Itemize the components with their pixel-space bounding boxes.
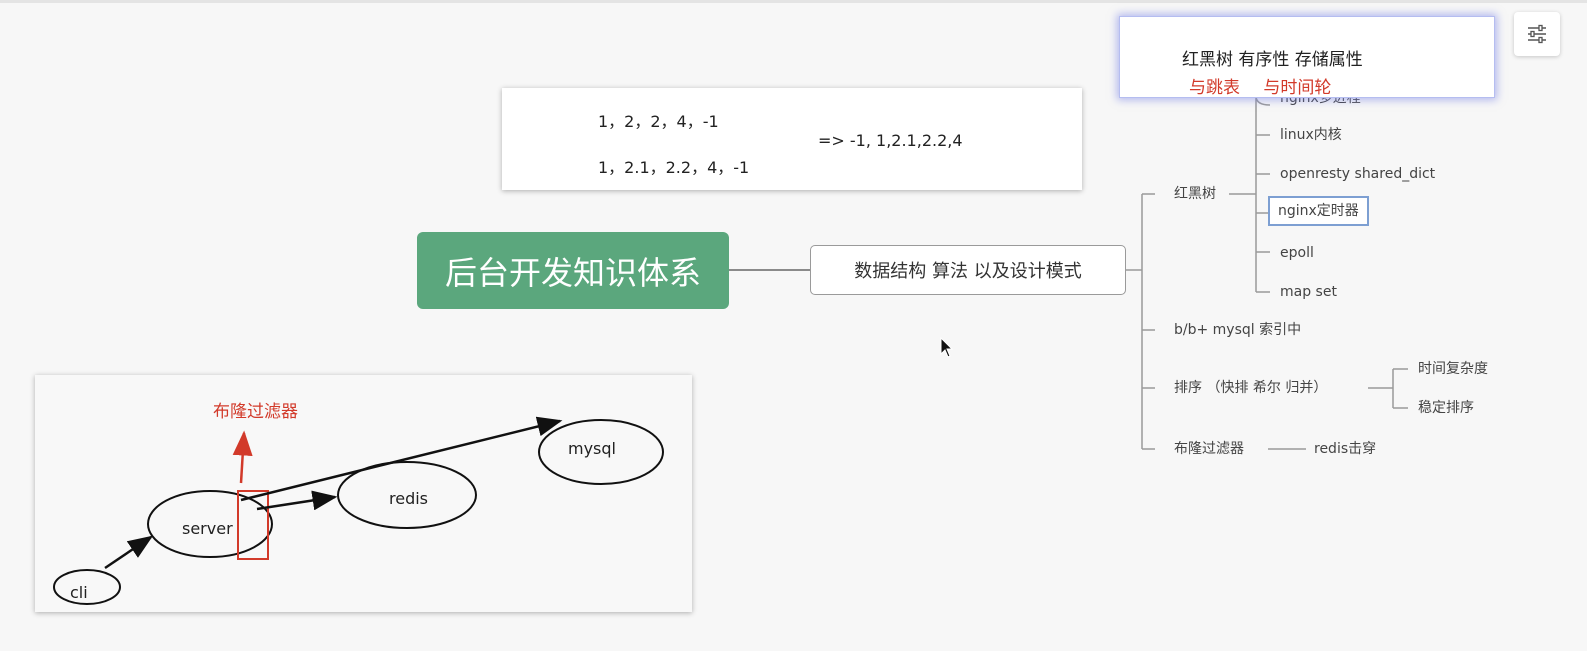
root-topic[interactable]: 后台开发知识体系: [417, 232, 729, 309]
sort-child-complexity[interactable]: 时间复杂度: [1418, 361, 1488, 377]
mysql-label: mysql: [568, 439, 616, 458]
arrow-server-redis: [256, 490, 338, 511]
cli-node: [53, 569, 121, 605]
rbtree-child-nginx-multiprocess[interactable]: nginx多进程: [1280, 90, 1361, 106]
arrow-filter-up: [232, 430, 253, 484]
rbtree-child-epoll[interactable]: epoll: [1280, 245, 1314, 261]
popup-line-1: 红黑树 有序性 存储属性: [1182, 50, 1363, 70]
redis-label: redis: [389, 489, 429, 508]
mouse-pointer-icon: [940, 337, 954, 358]
server-label: server: [182, 519, 233, 538]
note-popup: 红黑树 有序性 存储属性 与跳表 与时间轮: [1119, 16, 1495, 98]
branch-bloom-filter[interactable]: 布隆过滤器: [1174, 441, 1244, 457]
main-topic-label: 数据结构 算法 以及设计模式: [854, 261, 1082, 282]
bloom-child-redis[interactable]: redis击穿: [1314, 441, 1377, 457]
settings-button[interactable]: [1514, 12, 1560, 56]
arrow-cli-server: [104, 535, 154, 570]
popup-line-2: 与跳表 与时间轮: [1189, 78, 1332, 98]
diagram-title: 布隆过滤器: [213, 402, 298, 422]
redis-node: [337, 461, 477, 529]
mysql-node: [538, 419, 664, 485]
rbtree-child-openresty[interactable]: openresty shared_dict: [1280, 166, 1436, 182]
filter-box: [237, 490, 269, 560]
branch-rbtree[interactable]: 红黑树: [1174, 186, 1216, 202]
arrow-server-mysql: [240, 416, 563, 502]
sort-child-stable[interactable]: 稳定排序: [1418, 400, 1474, 416]
sliders-icon: [1528, 24, 1546, 44]
cli-label: cli: [70, 583, 88, 602]
diagram-drawing: [53, 416, 664, 605]
rbtree-child-map-set[interactable]: map set: [1280, 284, 1337, 300]
rbtree-child-linux-kernel[interactable]: linux内核: [1280, 127, 1342, 143]
note-result: => -1, 1,2.1,2.2,4: [818, 131, 963, 150]
root-topic-label: 后台开发知识体系: [444, 253, 701, 292]
main-topic[interactable]: 数据结构 算法 以及设计模式: [810, 245, 1126, 295]
server-node: [147, 490, 273, 558]
note-line-2: 1，2.1，2.2，4，-1: [598, 158, 750, 177]
rbtree-child-nginx-timer[interactable]: nginx定时器: [1268, 196, 1369, 226]
diagram-card: 布隆过滤器 cli server redis mysql: [35, 375, 692, 612]
note-card: 1，2，2，4，-1 1，2.1，2.2，4，-1 => -1, 1,2.1,2…: [502, 88, 1082, 190]
branch-sort[interactable]: 排序 （快排 希尔 归并）: [1174, 380, 1328, 396]
branch-btree[interactable]: b/b+ mysql 索引中: [1174, 322, 1302, 338]
top-divider: [0, 0, 1587, 3]
note-line-1: 1，2，2，4，-1: [598, 112, 719, 131]
